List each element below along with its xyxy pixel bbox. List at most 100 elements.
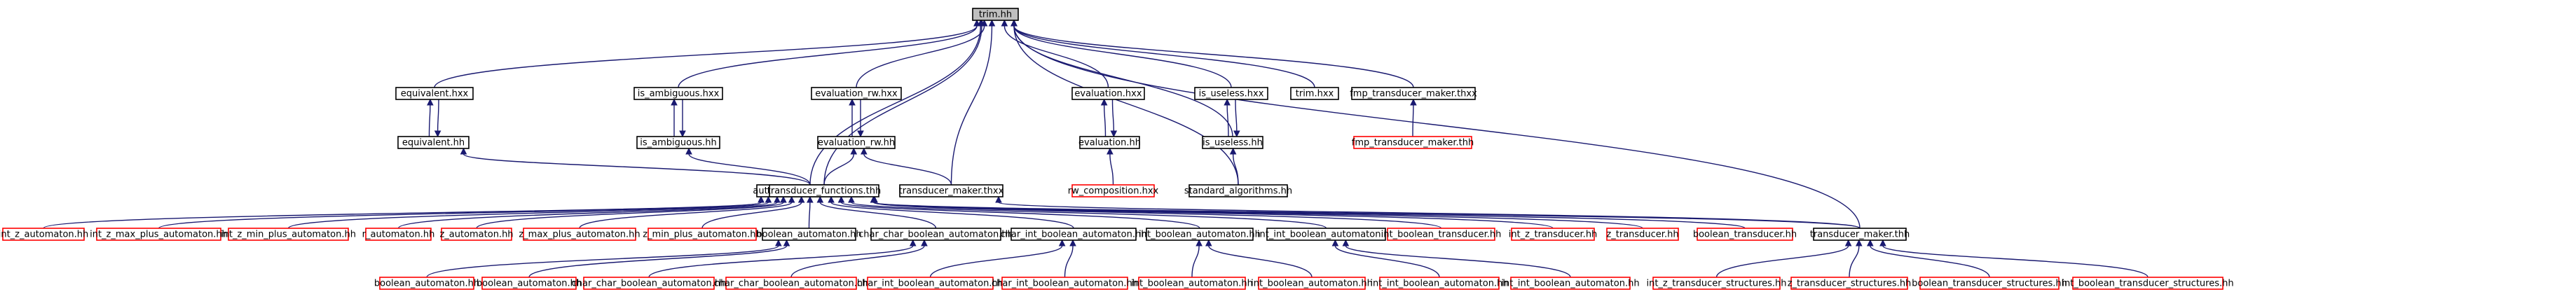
- node-int-z-min-plus-automaton-hh[interactable]: int_z_min_plus_automaton.hh: [221, 228, 356, 241]
- node-box[interactable]: [1194, 87, 1268, 100]
- node-box[interactable]: [1697, 228, 1793, 241]
- node-boolean-transducer-structures-hh[interactable]: boolean_transducer_structures.hh: [1912, 277, 2067, 290]
- node-int-boolean-transducer-hh[interactable]: int_boolean_transducer.hh: [1381, 228, 1502, 241]
- node-box[interactable]: [1010, 228, 1137, 241]
- node-r-automaton-hh[interactable]: r_automaton.hh: [362, 228, 435, 241]
- edge-equivalent-hh-to-equivalent-hxx: [427, 98, 434, 137]
- node-rw-composition-hxx[interactable]: rw_composition.hxx: [1068, 184, 1159, 197]
- node-box[interactable]: [1353, 136, 1472, 149]
- node-boolean-automaton-hh[interactable]: boolean_automaton.hh: [756, 228, 862, 241]
- node-char-int-boolean-automaton-hh[interactable]: char_int_boolean_automaton.hh: [1001, 228, 1147, 241]
- node-transducer-functions-thh[interactable]: transducer_functions.thh: [767, 184, 882, 197]
- node-is-ambiguous-hh[interactable]: is_ambiguous.hh: [636, 136, 720, 149]
- node-evaluation-hh[interactable]: evaluation.hh: [1078, 136, 1141, 149]
- node-int-z-automaton-hh[interactable]: int_z_automaton.hh: [0, 228, 88, 241]
- node-box[interactable]: [1290, 87, 1339, 100]
- node-evaluation-rw-hh[interactable]: evaluation_rw.hh: [817, 136, 896, 149]
- node-box[interactable]: [725, 277, 857, 290]
- node-int-boolean-automaton-hh[interactable]: int_boolean_automaton.hh: [1131, 277, 1253, 290]
- node-int-z-max-plus-automaton-hh[interactable]: int_z_max_plus_automaton.hh: [90, 228, 228, 241]
- node-box[interactable]: [1919, 277, 2060, 290]
- node-box[interactable]: [648, 228, 757, 241]
- node-box[interactable]: [96, 228, 221, 241]
- node-trim-hxx[interactable]: trim.hxx: [1290, 87, 1339, 100]
- node-boolean-automaton-hh[interactable]: boolean_automaton.hh: [477, 277, 582, 290]
- node-box[interactable]: [1387, 228, 1495, 241]
- node-is-useless-hh[interactable]: is_useless.hh: [1202, 136, 1263, 149]
- node-box[interactable]: [870, 228, 1001, 241]
- node-int-int-boolean-automaton-hh[interactable]: int_int_boolean_automaton.hh: [1257, 228, 1395, 241]
- node-box[interactable]: [899, 184, 1003, 197]
- node-box[interactable]: [379, 277, 474, 290]
- node-box[interactable]: [867, 277, 994, 290]
- node-box[interactable]: [583, 277, 715, 290]
- node-box[interactable]: [811, 87, 902, 100]
- node-box[interactable]: [228, 228, 349, 241]
- node-box[interactable]: [1001, 277, 1128, 290]
- edge-arrowhead: [765, 195, 772, 203]
- node-transducer-maker-thh[interactable]: transducer_maker.thh: [1810, 228, 1910, 241]
- node-box[interactable]: [633, 87, 723, 100]
- node-fmp-transducer-maker-thxx[interactable]: fmp_transducer_maker.thxx: [1350, 87, 1477, 100]
- node-fmp-transducer-maker-thh[interactable]: fmp_transducer_maker.thh: [1352, 136, 1474, 149]
- node-box[interactable]: [1138, 277, 1246, 290]
- node-box[interactable]: [481, 277, 577, 290]
- node-z-automaton-hh[interactable]: z_automaton.hh: [439, 228, 514, 241]
- node-box[interactable]: [972, 8, 1019, 21]
- node-is-ambiguous-hxx[interactable]: is_ambiguous.hxx: [633, 87, 723, 100]
- node-box[interactable]: [1266, 228, 1386, 241]
- node-int-boolean-automaton-hh[interactable]: int_boolean_automaton.hh: [1251, 277, 1373, 290]
- node-box[interactable]: [762, 228, 856, 241]
- node-z-max-plus-automaton-hh[interactable]: z_max_plus_automaton.hh: [519, 228, 640, 241]
- node-box[interactable]: [397, 136, 470, 149]
- node-box[interactable]: [1813, 228, 1907, 241]
- node-box[interactable]: [365, 228, 432, 241]
- node-int-boolean-automaton-hh[interactable]: int_boolean_automaton.hh: [1139, 228, 1261, 241]
- node-box[interactable]: [1511, 228, 1595, 241]
- node-trim-hh[interactable]: trim.hh: [972, 8, 1019, 21]
- node-boolean-automaton-hh[interactable]: boolean_automaton.hh: [374, 277, 479, 290]
- node-box[interactable]: [2072, 277, 2224, 290]
- node-equivalent-hxx[interactable]: equivalent.hxx: [395, 87, 474, 100]
- node-int-z-transducer-structures-hh[interactable]: int_z_transducer_structures.hh: [1646, 277, 1787, 290]
- node-z-transducer-hh[interactable]: z_transducer.hh: [1606, 228, 1679, 241]
- node-z-transducer-structures-hh[interactable]: z_transducer_structures.hh: [1788, 277, 1912, 290]
- node-box[interactable]: [1202, 136, 1263, 149]
- node-box[interactable]: [395, 87, 474, 100]
- node-box[interactable]: [1146, 228, 1254, 241]
- node-int-z-transducer-hh[interactable]: int_z_transducer.hh: [1509, 228, 1598, 241]
- node-evaluation-hxx[interactable]: evaluation.hxx: [1071, 87, 1145, 100]
- node-char-char-boolean-automaton-hh[interactable]: char_char_boolean_automaton.hh: [714, 277, 869, 290]
- node-int-boolean-transducer-structures-hh[interactable]: int_boolean_transducer_structures.hh: [2062, 277, 2234, 290]
- node-box[interactable]: [1079, 136, 1140, 149]
- node-box[interactable]: [1351, 87, 1476, 100]
- node-standard-algorithms-hh[interactable]: standard_algorithms.hh: [1184, 184, 1292, 197]
- node-box[interactable]: [441, 228, 512, 241]
- node-char-char-boolean-automaton-hh[interactable]: char_char_boolean_automaton.hh: [572, 277, 727, 290]
- node-z-min-plus-automaton-hh[interactable]: z_min_plus_automaton.hh: [643, 228, 762, 241]
- node-transducer-maker-thxx[interactable]: transducer_maker.thxx: [899, 184, 1004, 197]
- node-box[interactable]: [769, 184, 879, 197]
- node-box[interactable]: [1510, 277, 1631, 290]
- node-evaluation-rw-hxx[interactable]: evaluation_rw.hxx: [811, 87, 902, 100]
- node-char-char-boolean-automaton-hh[interactable]: char_char_boolean_automaton.hh: [858, 228, 1013, 241]
- node-int-int-boolean-automaton-hh[interactable]: int_int_boolean_automaton.hh: [1501, 277, 1640, 290]
- node-box[interactable]: [636, 136, 720, 149]
- node-box[interactable]: [817, 136, 896, 149]
- node-char-int-boolean-automaton-hh[interactable]: char_int_boolean_automaton.hh: [992, 277, 1138, 290]
- node-equivalent-hh[interactable]: equivalent.hh: [397, 136, 470, 149]
- node-box[interactable]: [1071, 184, 1155, 197]
- node-box[interactable]: [2, 228, 85, 241]
- node-box[interactable]: [1071, 87, 1145, 100]
- node-is-useless-hxx[interactable]: is_useless.hxx: [1194, 87, 1268, 100]
- node-box[interactable]: [1188, 184, 1288, 197]
- node-box[interactable]: [1379, 277, 1500, 290]
- node-int-int-boolean-automaton-hh[interactable]: int_int_boolean_automaton.hh: [1370, 277, 1509, 290]
- node-box[interactable]: [523, 228, 636, 241]
- node-box[interactable]: [1652, 277, 1781, 290]
- node-box[interactable]: [1790, 277, 1908, 290]
- node-boolean-transducer-hh[interactable]: boolean_transducer.hh: [1693, 228, 1797, 241]
- node-box[interactable]: [1258, 277, 1366, 290]
- node-box[interactable]: [1606, 228, 1679, 241]
- node-char-int-boolean-automaton-hh[interactable]: char_int_boolean_automaton.hh: [857, 277, 1003, 290]
